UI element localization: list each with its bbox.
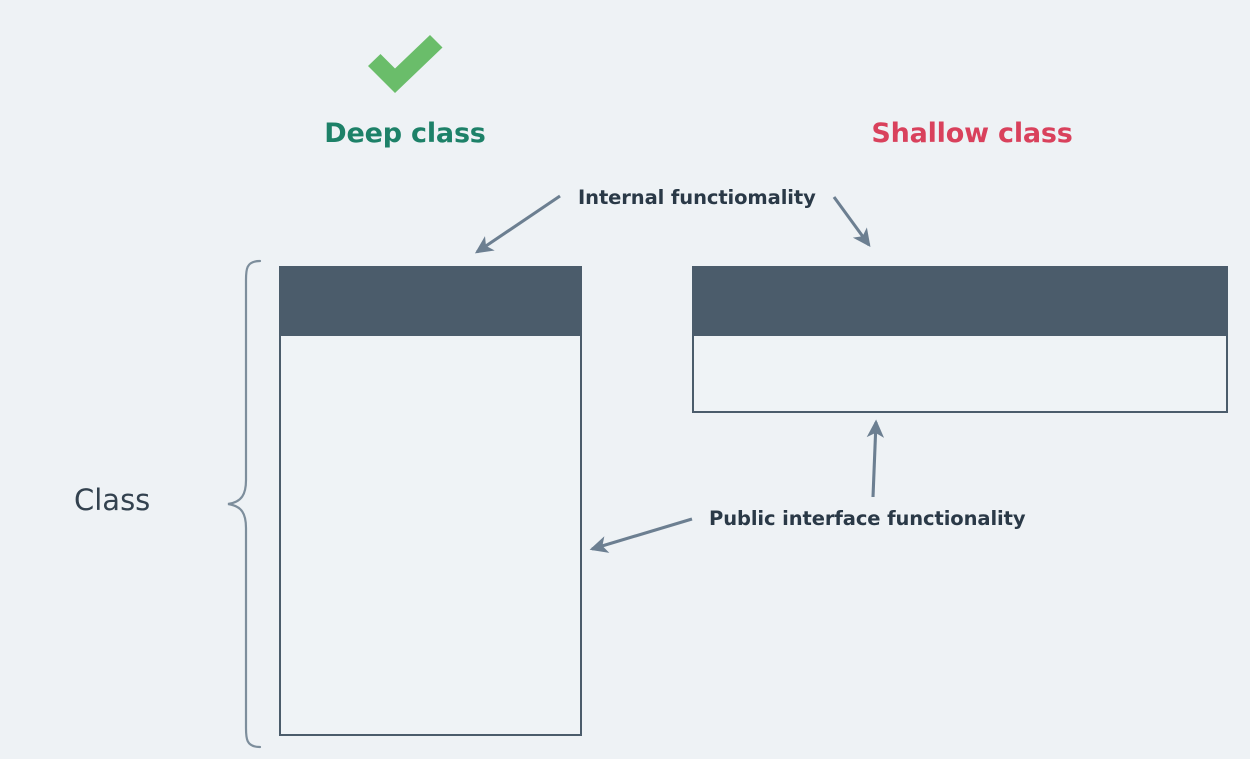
class-bracket-label: Class [74, 483, 151, 517]
arrow-public-to-deep [589, 517, 693, 553]
shallow-class-title: Shallow class [871, 118, 1073, 149]
internal-functionality-label: Internal functiomality [578, 186, 816, 209]
deep-class-box [279, 266, 582, 736]
deep-class-internal-section [281, 268, 580, 336]
check-icon [362, 33, 448, 95]
deep-class-public-section [281, 336, 580, 736]
deep-class-title: Deep class [324, 118, 486, 149]
shallow-class-internal-section [694, 268, 1226, 336]
public-interface-functionality-label: Public interface functionality [709, 507, 1026, 530]
arrow-internal-to-deep [474, 194, 561, 254]
arrow-internal-to-shallow [832, 196, 871, 248]
class-brace-icon [216, 258, 264, 750]
arrow-public-to-shallow [866, 419, 885, 498]
shallow-class-public-section [694, 336, 1226, 413]
shallow-class-box [692, 266, 1228, 413]
